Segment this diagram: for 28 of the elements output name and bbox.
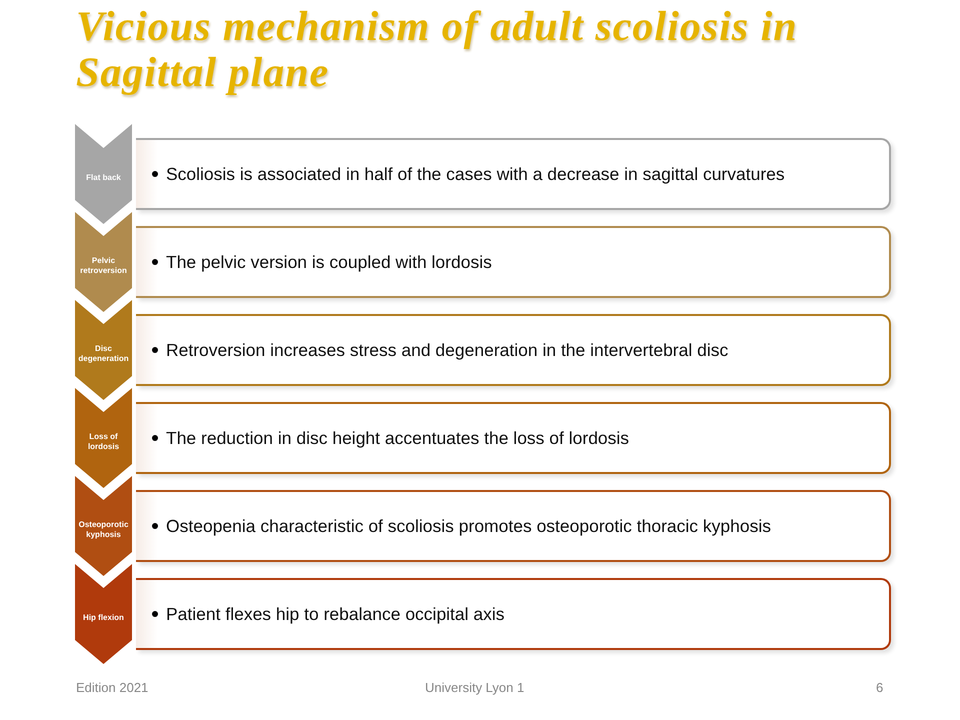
text-panel	[136, 578, 891, 650]
chevron-step	[75, 564, 132, 664]
bullet-text: Patient flexes hip to rebalance occipital axis	[166, 604, 505, 624]
step-label: Osteoporotic kyphosis	[78, 520, 130, 540]
text-panel	[136, 402, 891, 474]
chevron-step	[75, 212, 132, 312]
text-panel	[136, 138, 891, 210]
bullet-text: The reduction in disc height accentuates the loss of lordosis	[166, 428, 630, 448]
step-label: Flat back	[85, 173, 122, 183]
step-label: Hip flexion	[82, 613, 125, 623]
bullet-text: The pelvic version is coupled with lordosis	[166, 252, 492, 272]
step-label: Disc degeneration	[77, 344, 130, 364]
text-panel	[136, 490, 891, 562]
bullet-text: Retroversion increases stress and degeneration in the intervertebral disc	[166, 340, 728, 360]
chevron-step	[75, 124, 132, 224]
step-label: Pelvic retroversion	[79, 256, 128, 276]
bullet-text: Scoliosis is associated in half of the cases with a decrease in sagittal curvatures	[166, 164, 785, 184]
bullet-text: Osteopenia characteristic of scoliosis promotes osteoporotic thoracic kyphosis	[166, 516, 771, 536]
text-panel	[136, 314, 891, 386]
chevron-step	[75, 476, 132, 576]
chevron-step	[75, 300, 132, 400]
slide-title: Vicious mechanism of adult scoliosis in Sagittal plane	[76, 4, 799, 96]
footer-text: Edition 2021	[76, 680, 148, 695]
chevron-step	[75, 388, 132, 488]
footer-text: University Lyon 1	[425, 680, 524, 695]
text-panel	[136, 226, 891, 298]
footer-text: 6	[876, 680, 884, 695]
step-label: Loss of lordosis	[86, 432, 120, 452]
